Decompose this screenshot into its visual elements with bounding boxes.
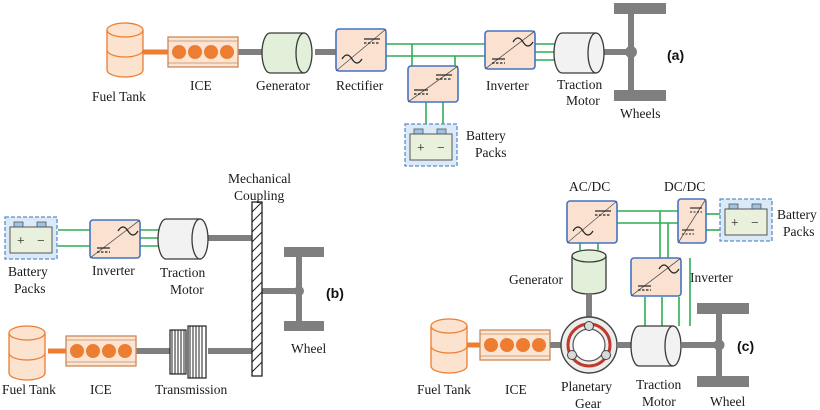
label-packs: Packs [783, 224, 815, 239]
planetary-gear-icon [560, 316, 618, 374]
traction-motor-icon [157, 218, 209, 260]
dc-dc-converter-icon [407, 65, 459, 103]
label-motor: Motor [170, 282, 204, 297]
label-ice: ICE [90, 382, 112, 397]
panel-tag-b: (b) [326, 285, 344, 301]
label-fuel-tank: Fuel Tank [2, 382, 56, 397]
label-battery: Battery [8, 264, 48, 279]
label-fuel-tank: Fuel Tank [92, 89, 146, 104]
label-generator: Generator [509, 272, 563, 287]
label-inverter: Inverter [690, 270, 733, 285]
label-ac-dc: AC/DC [569, 179, 610, 194]
generator-icon [261, 32, 313, 74]
panel-tag-c: (c) [737, 338, 754, 354]
ac-dc-converter-icon [566, 200, 618, 244]
label-battery: Battery [777, 207, 817, 222]
label-packs: Packs [14, 281, 46, 296]
dc-dc-converter-icon [677, 198, 707, 244]
label-ice: ICE [190, 78, 212, 93]
panel-tag-a: (a) [667, 47, 684, 63]
label-wheel: Wheel [291, 341, 326, 356]
label-inverter: Inverter [486, 78, 529, 93]
label-motor: Motor [642, 394, 676, 409]
label-traction: Traction [557, 77, 603, 92]
label-gear: Gear [575, 396, 602, 410]
label-fuel-tank: Fuel Tank [417, 382, 471, 397]
label-motor: Motor [566, 93, 600, 108]
fuel-tank-icon [8, 325, 46, 381]
label-wheels: Wheels [620, 106, 660, 121]
battery-minus: − [437, 140, 445, 155]
panel-a: Fuel Tank ICE Generator Rectifier Invert… [92, 3, 684, 167]
label-mechanical: Mechanical [228, 171, 291, 186]
battery-minus: − [37, 233, 45, 248]
panel-b: Mechanical Coupling Battery Packs + − In… [2, 171, 344, 397]
panel-c: AC/DC DC/DC Battery Packs + − Generator … [417, 179, 817, 410]
label-transmission: Transmission [155, 382, 228, 397]
traction-motor-icon [553, 32, 605, 74]
label-coupling: Coupling [234, 188, 285, 203]
battery-plus: + [17, 233, 25, 248]
battery-pack-icon [4, 216, 58, 260]
inverter-icon [630, 257, 682, 297]
label-packs: Packs [475, 145, 507, 160]
battery-pack-icon [719, 198, 773, 242]
inverter-icon [484, 30, 536, 70]
battery-plus: + [731, 215, 739, 230]
traction-motor-icon [630, 325, 682, 367]
label-traction: Traction [636, 377, 682, 392]
label-ice: ICE [505, 382, 527, 397]
wheel-axle-icon [697, 303, 749, 387]
wheels-axle-icon [614, 3, 666, 101]
transmission-icon [169, 325, 207, 379]
mechanical-coupling-icon [251, 201, 263, 377]
fuel-tank-icon [106, 22, 144, 78]
label-planetary: Planetary [561, 379, 612, 394]
fuel-tank-icon [430, 318, 468, 374]
label-wheel: Wheel [710, 394, 745, 409]
ice-engine-icon [65, 335, 137, 367]
label-rectifier: Rectifier [336, 78, 384, 93]
label-battery: Battery [466, 128, 506, 143]
label-generator: Generator [256, 78, 310, 93]
battery-plus: + [417, 140, 425, 155]
inverter-icon [89, 219, 141, 259]
label-dc-dc: DC/DC [664, 179, 705, 194]
ice-engine-icon [167, 36, 239, 68]
battery-minus: − [751, 215, 759, 230]
label-inverter: Inverter [92, 263, 135, 278]
ice-engine-icon [479, 329, 551, 361]
battery-pack-icon [404, 123, 458, 167]
label-traction: Traction [160, 265, 206, 280]
generator-icon [571, 249, 607, 318]
rectifier-icon [335, 28, 387, 72]
wheel-axle-icon [284, 247, 324, 331]
